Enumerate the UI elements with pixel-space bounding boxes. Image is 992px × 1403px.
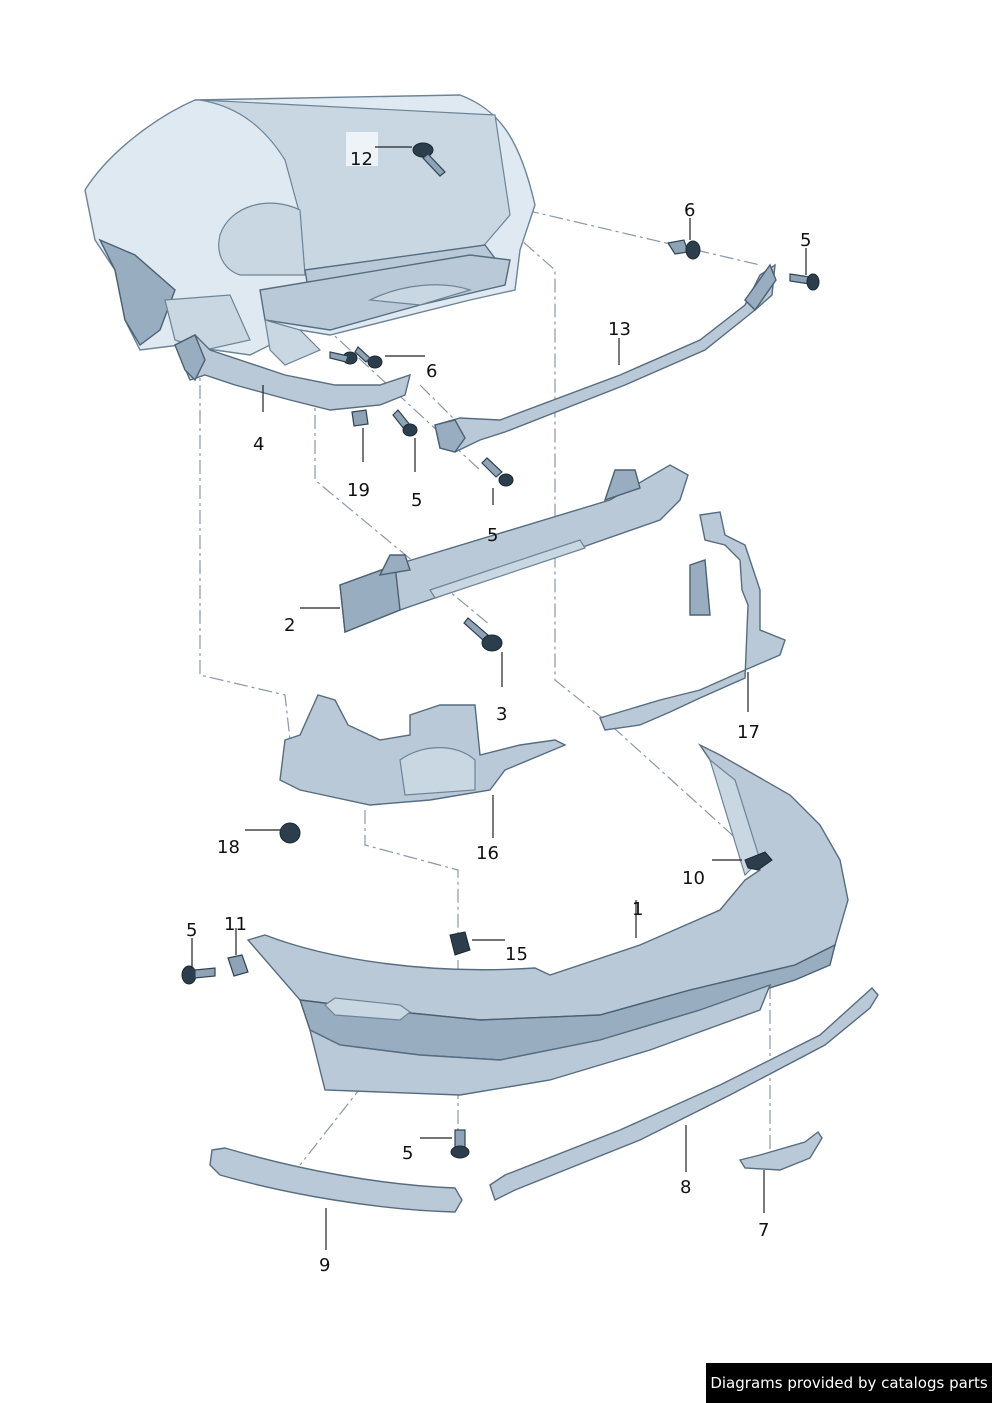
part-8-lower-trim bbox=[489, 986, 879, 1201]
callout-6-top: 6 bbox=[684, 200, 695, 221]
callout-18: 18 bbox=[217, 837, 240, 858]
callout-5-center-left: 5 bbox=[411, 490, 422, 511]
part-17-side-liner bbox=[599, 511, 786, 731]
callout-5-under-13: 5 bbox=[487, 525, 498, 546]
fastener-12 bbox=[346, 132, 446, 177]
callout-8: 8 bbox=[680, 1177, 691, 1198]
callout-17: 17 bbox=[737, 722, 760, 743]
callout-16: 16 bbox=[476, 843, 499, 864]
car-body-rear bbox=[84, 94, 536, 366]
callout-1: 1 bbox=[632, 899, 643, 920]
callout-5-top-right: 5 bbox=[800, 230, 811, 251]
footer-credit-badge: Diagrams provided by catalogs parts bbox=[706, 1363, 992, 1403]
callout-10: 10 bbox=[682, 868, 705, 889]
callout-6-center: 6 bbox=[426, 361, 437, 382]
part-13-guide-bracket bbox=[434, 263, 777, 453]
callout-5-bottom: 5 bbox=[402, 1143, 413, 1164]
part-4-side-bracket bbox=[174, 334, 411, 411]
part-7-cover-cap bbox=[738, 1130, 823, 1171]
part-1-bumper-cover bbox=[246, 743, 849, 1096]
callout-13: 13 bbox=[608, 319, 631, 340]
callout-15: 15 bbox=[505, 944, 528, 965]
callout-labels: 12 6 5 13 6 4 19 5 5 2 3 17 18 16 10 1 1… bbox=[186, 149, 811, 1276]
fasteners bbox=[181, 239, 820, 1159]
callout-4: 4 bbox=[253, 434, 264, 455]
part-9-left-trim bbox=[209, 1147, 463, 1213]
callout-11: 11 bbox=[224, 914, 247, 935]
callout-19: 19 bbox=[347, 480, 370, 501]
leader-lines bbox=[191, 146, 807, 1250]
callout-7: 7 bbox=[758, 1220, 769, 1241]
callout-12: 12 bbox=[350, 149, 373, 170]
part-2-impact-beam bbox=[339, 464, 689, 633]
part-16-underbody-liner bbox=[279, 694, 567, 806]
callout-9: 9 bbox=[319, 1255, 330, 1276]
callout-2: 2 bbox=[284, 615, 295, 636]
footer-credit-text: Diagrams provided by catalogs parts bbox=[710, 1374, 988, 1392]
callout-5-left: 5 bbox=[186, 920, 197, 941]
callout-3: 3 bbox=[496, 704, 507, 725]
